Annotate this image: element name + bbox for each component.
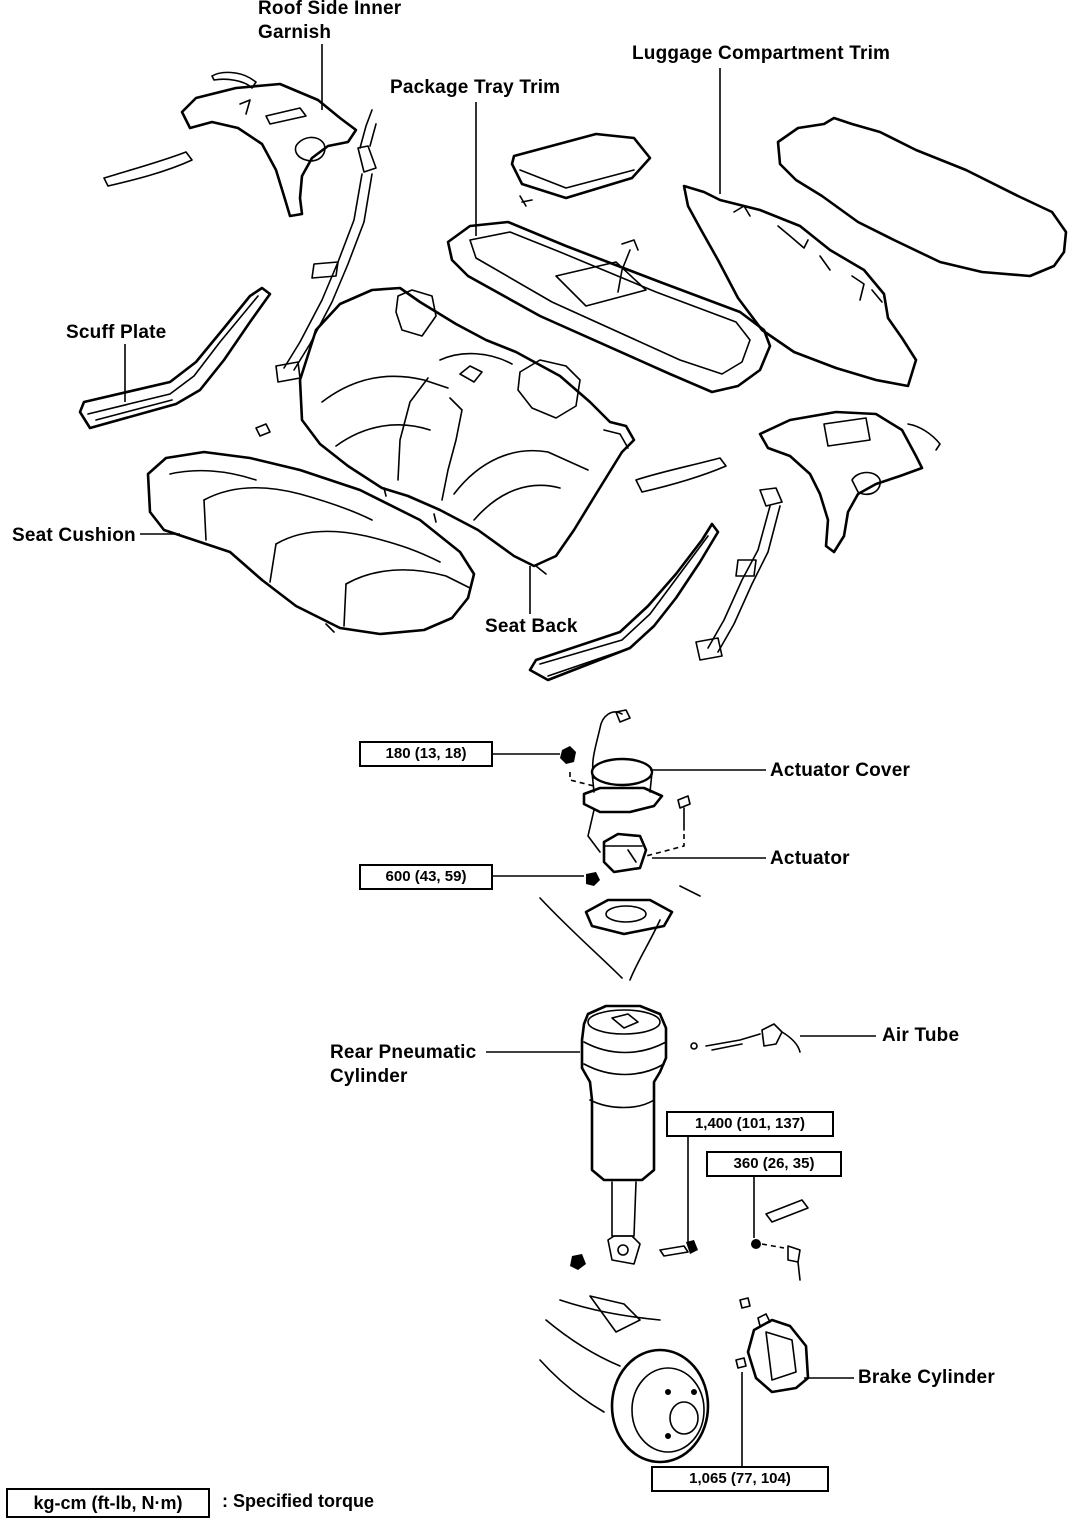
axle-hub-assembly (539, 1295, 710, 1464)
brake-cylinder-label: Brake Cylinder (858, 1367, 995, 1388)
air-tube (690, 1023, 801, 1053)
torque-unit-legend: kg-cm (ft-lb, N·m) (6, 1488, 210, 1518)
actuator-bolt (677, 795, 691, 831)
roof-side-inner-garnish-left (103, 71, 358, 218)
torque-legend-text: : Specified torque (222, 1491, 375, 1511)
stabilizer-link (751, 1199, 809, 1281)
nut-600 (586, 872, 600, 886)
package-tray-trim-label: Package Tray Trim (390, 77, 561, 98)
torque-brake-cylinder-bolt: 1,065 (77, 104) (651, 1466, 829, 1492)
rear-pneumatic-cylinder-label-1: Rear Pneumatic (330, 1042, 477, 1063)
scuff-plate-left (78, 286, 272, 430)
rear-pneumatic-cylinder (580, 1004, 668, 1265)
luggage-compartment-trim-label: Luggage Compartment Trim (632, 43, 891, 64)
cylinder-lower-bolt (570, 1240, 698, 1270)
seat-belt-right (695, 487, 783, 661)
seat-cushion-label: Seat Cushion (12, 525, 136, 546)
torque-actuator-nut: 600 (43, 59) (359, 864, 493, 890)
torque-cylinder-lower-bolt: 1,400 (101, 137) (666, 1111, 834, 1137)
actuator-cover-label: Actuator Cover (770, 760, 911, 781)
torque-stabilizer-link-nut: 360 (26, 35) (706, 1151, 842, 1177)
package-tray-trim (446, 132, 772, 394)
brake-cylinder (735, 1297, 810, 1394)
roof-side-inner-garnish-label-1: Roof Side Inner (258, 0, 402, 19)
assist-grip-right (635, 457, 727, 493)
body-mount (539, 885, 701, 981)
seat-cushion (146, 450, 476, 636)
nut-180 (560, 746, 576, 764)
actuator-label: Actuator (770, 848, 850, 869)
seat-back-label: Seat Back (485, 616, 578, 637)
leader-lines (124, 44, 876, 1468)
scuff-plate-label: Scuff Plate (66, 322, 167, 343)
rear-pneumatic-cylinder-label-2: Cylinder (330, 1066, 408, 1087)
actuator-cover (582, 709, 664, 853)
scuff-plate-right (528, 522, 720, 682)
air-tube-label: Air Tube (882, 1025, 960, 1046)
roof-side-inner-garnish-right (758, 410, 941, 554)
seat-back (255, 286, 636, 575)
torque-actuator-cover-nut: 180 (13, 18) (359, 741, 493, 767)
roof-side-inner-garnish-label-2: Garnish (258, 22, 332, 43)
seat-belt-left (275, 109, 377, 383)
actuator (602, 832, 648, 874)
luggage-compartment-trim (682, 116, 1068, 388)
